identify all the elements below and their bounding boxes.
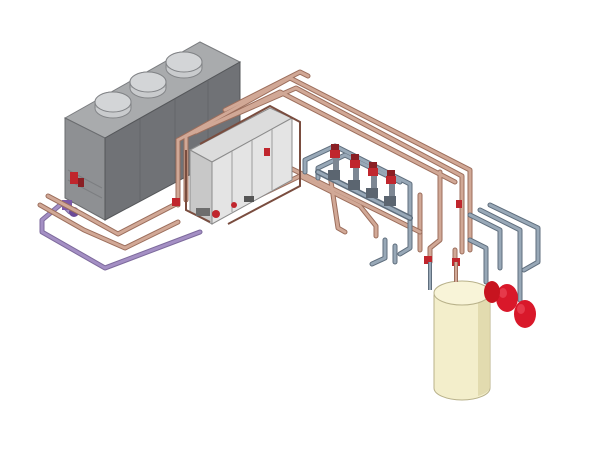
heat-exchanger <box>172 104 301 225</box>
chiller-unit <box>63 41 242 221</box>
storage-tank <box>428 262 491 401</box>
gray-pipe-network <box>302 143 541 303</box>
expansion-vessels <box>484 281 536 328</box>
copper-pipe-network <box>37 69 473 265</box>
chiller-fan-2 <box>129 71 167 99</box>
pump-set-4 <box>384 170 396 206</box>
expansion-tank-2 <box>514 300 536 328</box>
expansion-tank-1 <box>496 284 518 312</box>
expansion-tank-3 <box>484 281 500 303</box>
pump-set-3 <box>366 162 378 198</box>
chiller-fan-1 <box>94 91 132 119</box>
pump-set-2 <box>348 154 360 190</box>
chiller-fan-3 <box>165 51 203 79</box>
pump-set-1 <box>328 144 340 180</box>
